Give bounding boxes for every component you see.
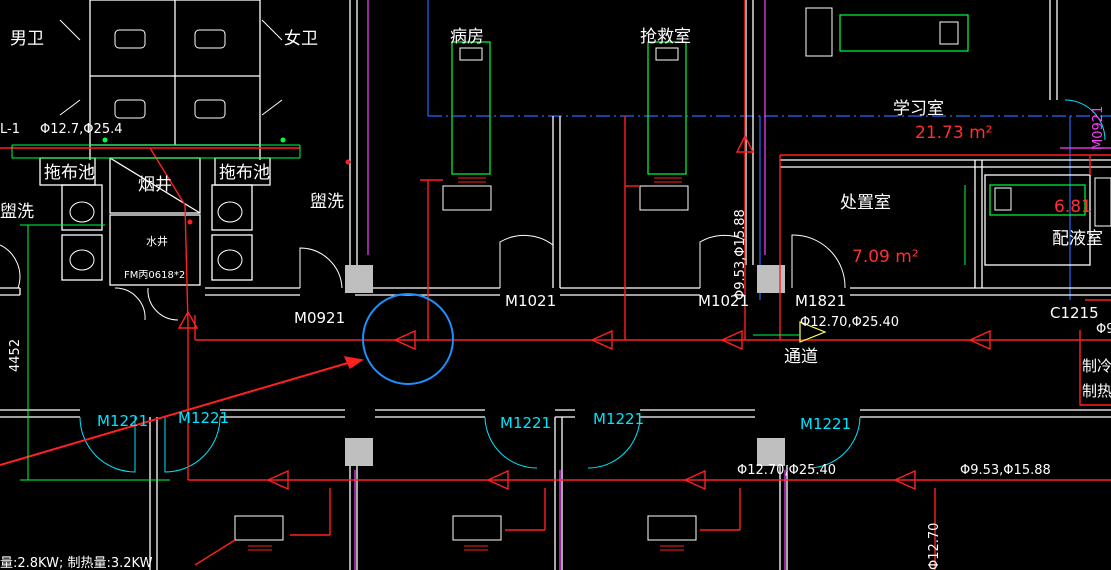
corridor-label: 通道 <box>784 347 818 367</box>
pipe-flow-arrows <box>177 134 991 491</box>
pipe-size-right-lower: Φ9.53,Φ15.88 <box>960 463 1051 478</box>
study-room-label: 学习室 <box>893 99 944 119</box>
wash-center-label: 盥洗 <box>310 192 344 212</box>
pipe-size-lower: Φ12.70,Φ25.40 <box>737 463 836 478</box>
heat-label: 制热 <box>1082 382 1111 400</box>
treatment-area-label: 7.09 m² <box>852 247 919 267</box>
door-m1021-a-label: M1021 <box>505 292 556 310</box>
door-m1221-e-label: M1221 <box>800 415 851 433</box>
pipe-tag-left: L-1 <box>0 122 20 137</box>
highlight-circle <box>362 293 454 385</box>
water-shaft-label: 水井 <box>146 234 168 248</box>
ac-units <box>234 7 1111 541</box>
door-labels-white: M0921 M1021 M1021 M1821 C1215 <box>294 292 1099 327</box>
pipe-size-corridor: Φ12.70,Φ25.40 <box>800 315 899 330</box>
mop-pool-left-label: 拖布池 <box>44 163 95 183</box>
mop-pool-right-label: 拖布池 <box>219 163 270 183</box>
treatment-room-label: 处置室 <box>840 193 891 213</box>
dispensing-room-label: 配液室 <box>1052 229 1103 249</box>
door-m1221-d-label: M1221 <box>593 410 644 428</box>
cool-label: 制冷 <box>1082 357 1111 375</box>
green-dots <box>102 137 286 143</box>
sensor-dots <box>187 159 351 225</box>
rescue-room-label: 抢救室 <box>640 27 691 47</box>
columns <box>345 265 785 466</box>
door-m1221-c-label: M1221 <box>500 414 551 432</box>
area-labels: 21.73 m² 7.09 m² 6.81 <box>852 123 1092 267</box>
fire-door-label: FM丙0618*2 <box>124 270 185 281</box>
pipe-size-labels: L-1 Φ12.7,Φ25.4 Φ12.70,Φ25.40 Φ12.70,Φ25… <box>0 122 1111 478</box>
door-labels-cyan: M1221 M1221 M1221 M1221 M1221 <box>97 409 851 433</box>
pipe-size-left: Φ12.7,Φ25.4 <box>40 122 123 137</box>
door-m1221-b-label: M1221 <box>178 409 229 427</box>
dimension-value: 4452 <box>8 339 23 372</box>
door-m0921-vertical-label: M0921 <box>1091 106 1106 150</box>
door-m0921-label: M0921 <box>294 309 345 327</box>
toilet-fixtures <box>69 29 243 271</box>
female-toilet-label: 女卫 <box>284 29 318 49</box>
door-m1821-label: M1821 <box>795 292 846 310</box>
window-c1215-label: C1215 <box>1050 304 1099 322</box>
door-swings-cyan <box>79 99 1106 473</box>
dispensing-area-label: 6.81 <box>1054 197 1092 217</box>
dimension-lines <box>11 144 966 481</box>
pipe-size-right-edge: Φ9 <box>1096 322 1111 337</box>
pipe-reducer-marker <box>799 321 827 343</box>
magenta-accents <box>354 0 1111 570</box>
door-swings-white <box>0 19 846 321</box>
pipe-size-bottom-vertical: Φ12.70 <box>927 523 942 570</box>
room-labels: 男卫 女卫 病房 抢救室 学习室 处置室 配液室 盥洗 盥洗 拖布池 拖布池 烟… <box>0 27 1103 367</box>
capacity-note: 量:2.8KW; 制热量:3.2KW <box>0 556 153 570</box>
ward-label: 病房 <box>450 27 484 47</box>
axis-lines <box>427 0 1111 300</box>
door-m1021-b-label: M1021 <box>698 292 749 310</box>
male-toilet-label: 男卫 <box>10 29 44 49</box>
right-mode-labels: 制冷 制热 <box>1082 357 1111 400</box>
smoke-shaft-label: 烟井 <box>138 175 172 195</box>
pipe-size-vertical: Φ9.53,Φ15.88 <box>733 209 748 300</box>
coil-marks <box>248 177 684 551</box>
wash-left-label: 盥洗 <box>0 202 34 222</box>
study-area-label: 21.73 m² <box>915 123 992 143</box>
door-m1221-a-label: M1221 <box>97 412 148 430</box>
